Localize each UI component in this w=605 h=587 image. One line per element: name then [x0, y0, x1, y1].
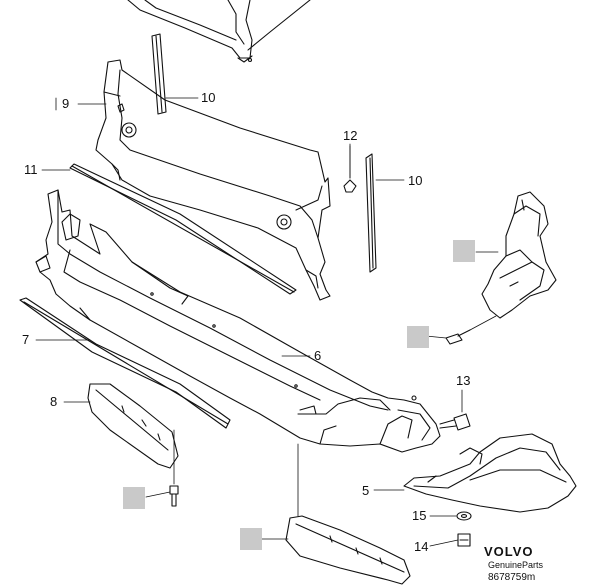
lower-moulding-part	[19, 297, 231, 429]
spoiler-right-part	[285, 515, 411, 585]
callout-6: 6	[314, 348, 322, 363]
callout-15: 15	[412, 508, 427, 523]
seal-strip-long-part	[69, 163, 297, 295]
seal-strip-right-part	[365, 153, 377, 273]
reference-marker-push-pin	[123, 487, 145, 509]
seal-strip-left-part	[151, 33, 167, 115]
reference-marker-spoiler	[240, 528, 262, 550]
callout-5: 5	[362, 483, 370, 498]
callout-10-top: 10	[201, 90, 216, 105]
air-guide-part	[403, 433, 577, 513]
callout-8: 8	[50, 394, 58, 409]
callout-12: 12	[343, 128, 358, 143]
bolt-part	[439, 389, 471, 431]
bumper-carrier-part	[35, 189, 441, 453]
callout-7: 7	[22, 332, 30, 347]
leader-lines	[35, 97, 499, 547]
bolt-small-part	[457, 533, 471, 547]
push-pin-part	[169, 429, 179, 507]
diagram-reference-number: 8678759m	[488, 572, 536, 583]
side-bracket-part	[481, 191, 557, 319]
callout-13: 13	[456, 373, 471, 388]
callout-11: 11	[24, 162, 38, 177]
front-panel-part	[95, 59, 331, 301]
callout-9: 9	[62, 96, 70, 111]
washer-part	[456, 511, 472, 521]
upper-shroud-part	[127, 0, 311, 63]
screw-part	[445, 315, 497, 345]
callout-10-right: 10	[408, 173, 423, 188]
reference-marker-side-bracket	[453, 240, 475, 262]
brand-tagline: GenuineParts	[488, 560, 544, 570]
spoiler-left-part	[87, 383, 179, 469]
callout-14: 14	[414, 539, 429, 554]
reference-marker-screw	[407, 326, 429, 348]
brand-logo-text: VOLVO	[484, 544, 534, 559]
